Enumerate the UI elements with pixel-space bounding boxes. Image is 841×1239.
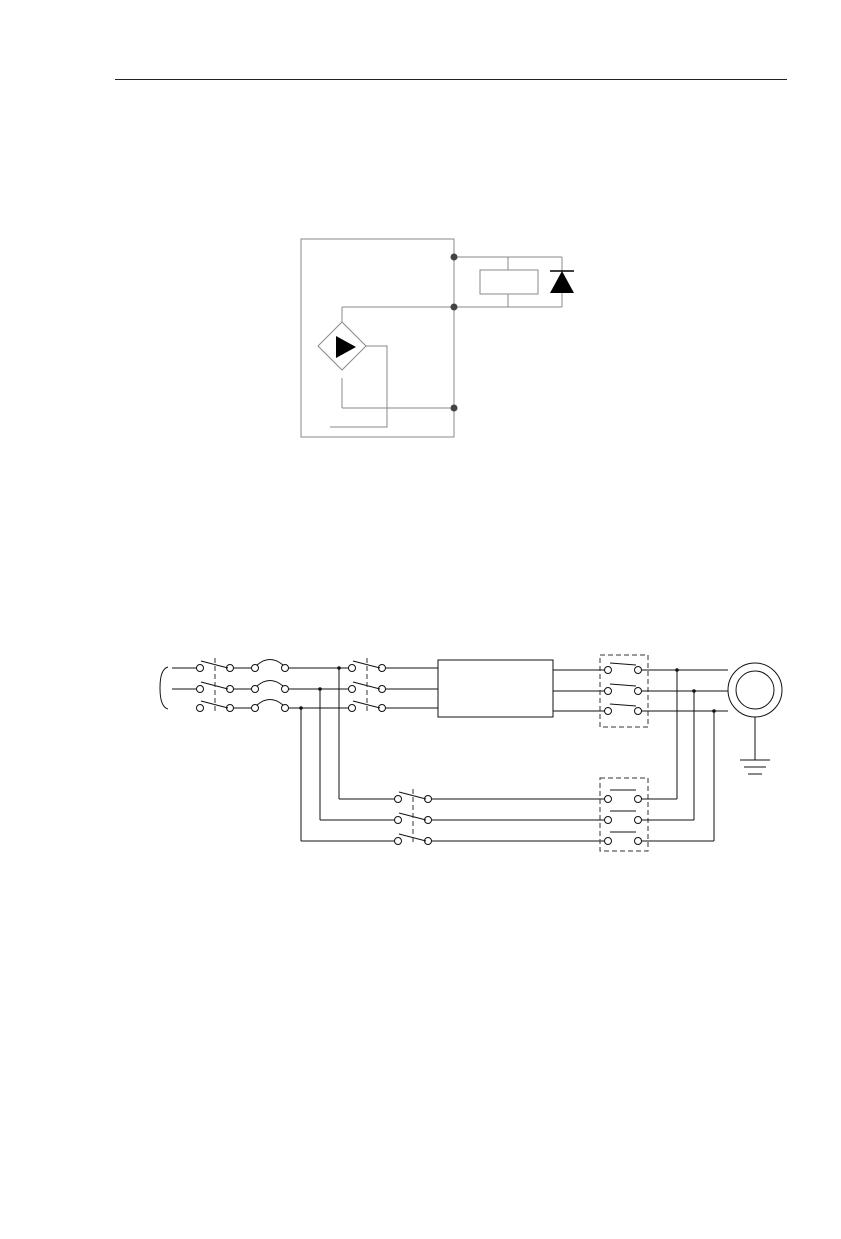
output-contactor — [599, 654, 649, 728]
bridge-rectifier — [317, 321, 367, 371]
supply-bracket — [159, 666, 169, 710]
bypass-lines — [431, 798, 608, 842]
rectifier-diode-icon — [336, 336, 356, 358]
incoming-lines — [172, 667, 200, 690]
motor-feed-lines — [641, 669, 728, 712]
bypass-taps — [300, 668, 398, 842]
terminal-dots — [450, 253, 458, 412]
header-rule — [115, 79, 787, 80]
input-contactor — [348, 658, 386, 712]
drive-output-lines — [553, 669, 608, 712]
diode-icon — [550, 271, 574, 293]
bypass-contactor — [394, 789, 432, 845]
coil-resistor — [479, 257, 539, 307]
main-breaker — [196, 658, 234, 712]
junction-dots — [299, 666, 716, 713]
bypass-return-lines — [641, 670, 715, 842]
motor-icon — [727, 662, 783, 718]
fuses — [233, 659, 289, 712]
bypass-output-contactor — [599, 777, 649, 852]
freewheel-diode — [550, 257, 574, 307]
ground-icon — [740, 717, 770, 775]
drive-box — [437, 659, 554, 718]
drive-input-lines — [385, 667, 438, 709]
